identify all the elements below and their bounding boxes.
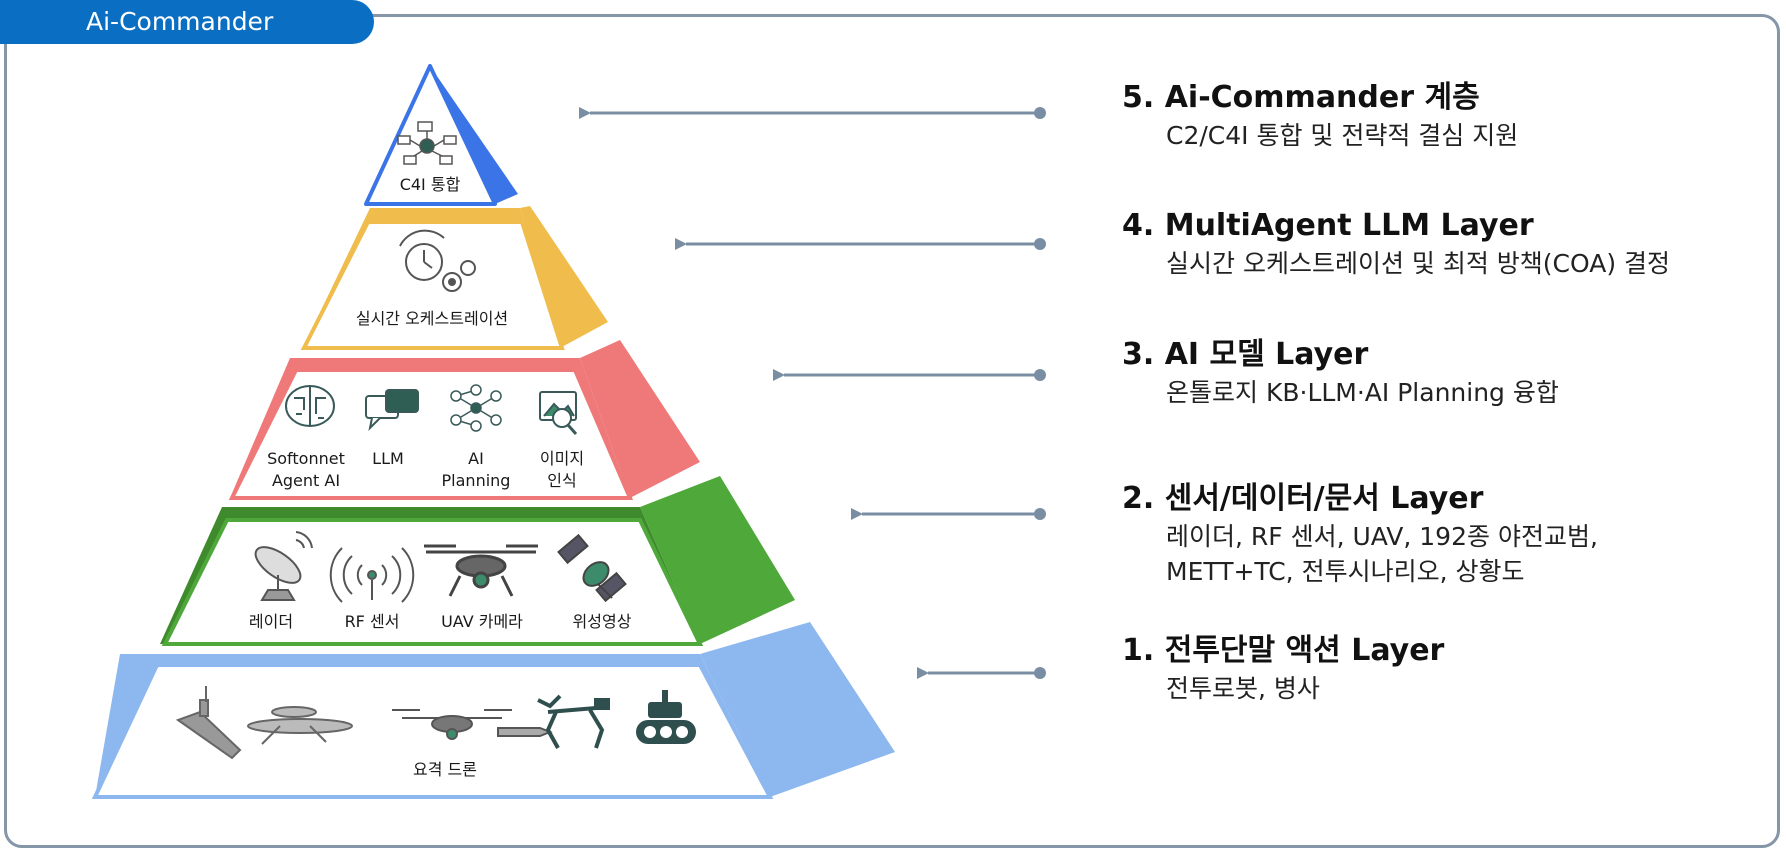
pyramid-tier-1: 요격 드론 [91,622,895,799]
layer-1-title: 1. 전투단말 액션 Layer [1122,633,1445,668]
radar-dish-icon [254,531,313,601]
pyramid-tier-2: 레이더 RF 센서 UAV 카메라 위성영상 [160,476,795,646]
tier3-label-planning: Planning [442,471,511,490]
layer-4-title: 4. MultiAgent LLM Layer [1122,208,1534,243]
pyramid-tier-4: 실시간 오케스트레이션 [300,206,608,350]
arrow-dot-layer-3 [1034,369,1046,381]
tier2-label-radar: 레이더 [249,612,293,631]
tier3-label-agent-ai: Agent AI [272,471,340,490]
tier3-label-softonnet: Softonnet [267,449,345,468]
layer-5-description: C2/C4I 통합 및 전략적 결심 지원 [1166,121,1519,150]
tier3-label-llm: LLM [372,449,404,468]
layer-1-description: 전투로봇, 병사 [1166,674,1320,703]
ai-planning-network-icon [450,384,502,432]
title-tab: Ai-Commander [0,0,374,44]
satellite-icon [557,533,627,603]
arrow-dot-layer-1 [1034,667,1046,679]
layer-3-description: 온톨로지 KB·LLM·AI Planning 융합 [1166,378,1559,407]
tier2-label-uav-camera: UAV 카메라 [441,612,523,631]
layer-5-title: 5. Ai-Commander 계층 [1122,80,1480,115]
arrow-dot-layer-4 [1034,238,1046,250]
chat-llm-icon [365,389,419,432]
connector-arrows [579,107,1046,679]
layer-2-title: 2. 센서/데이터/문서 Layer [1122,481,1484,516]
awacs-aircraft-icon [247,706,353,745]
robot-dog-icon [537,694,610,749]
pyramid-tier-3: Softonnet Agent AI LLM AI Planning 이미지 인… [228,340,700,500]
tier4-label-realtime-orchestration: 실시간 오케스트레이션 [356,309,508,328]
arrow-dot-layer-5 [1034,107,1046,119]
tier2-label-satellite-image: 위성영상 [573,612,632,631]
rf-sensor-icon [329,547,415,603]
tier3-label-ai: AI [468,449,484,468]
layer-2-description-line-2: METT+TC, 전투시나리오, 상황도 [1166,557,1525,586]
image-recognition-icon [539,391,578,435]
ship-icon [175,686,242,760]
layer-3-title: 3. AI 모델 Layer [1122,337,1369,372]
combat-robot-icon [636,690,696,744]
tier2-label-rf-sensor: RF 센서 [345,612,400,631]
tier5-label-c4i-integration: C4I 통합 [400,175,461,194]
diagram-frame [4,14,1780,848]
uav-camera-drone-icon [424,544,538,597]
layer-4-description: 실시간 오케스트레이션 및 최적 방책(COA) 결정 [1166,249,1671,278]
tier3-label-recognition: 인식 [547,471,576,490]
brain-icon [285,385,335,427]
c4i-network-icon [397,121,457,165]
layer-2-description-line-1: 레이더, RF 센서, UAV, 192종 야전교범, [1166,522,1598,551]
tier3-label-image: 이미지 [540,449,584,468]
interceptor-drone-icon [392,709,553,740]
tier1-label-interceptor-drone: 요격 드론 [413,760,477,779]
pyramid-tier-5: C4I 통합 [364,64,518,206]
arrow-dot-layer-2 [1034,508,1046,520]
clock-gears-icon [399,229,476,292]
